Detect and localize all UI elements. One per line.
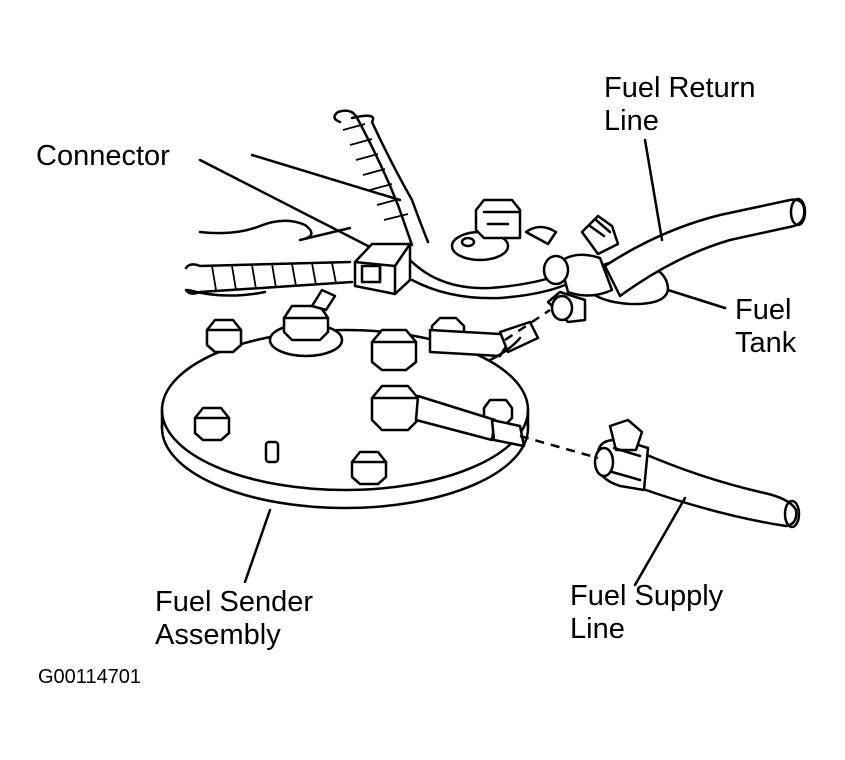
label-fuel-return-line-1: Fuel Return xyxy=(604,72,756,104)
fuel-tank-outline xyxy=(186,153,402,297)
label-fuel-supply-line-1: Fuel Supply xyxy=(570,580,724,612)
label-fuel-tank-1: Fuel xyxy=(735,294,792,326)
fuel-return-hose xyxy=(542,197,807,324)
sender-terminal-center xyxy=(370,328,418,372)
supply-nipple xyxy=(370,384,526,448)
tank-connector xyxy=(450,198,558,262)
bolt-icon xyxy=(193,406,231,442)
leader-lines xyxy=(198,138,727,587)
label-fuel-tank: Fuel Tank xyxy=(735,294,796,360)
label-fuel-supply-line-2: Line xyxy=(570,613,625,645)
alignment-lines xyxy=(504,308,599,460)
wiring-loom-left xyxy=(184,260,354,295)
label-fuel-return-line-2: Line xyxy=(604,105,659,137)
wiring-harness xyxy=(408,258,567,300)
label-fuel-tank-2: Tank xyxy=(735,327,797,359)
bolt-icon xyxy=(205,318,243,354)
stud-icon xyxy=(264,440,280,464)
label-fuel-supply-line: Fuel Supply Line xyxy=(570,580,723,646)
label-fuel-sender-assembly: Fuel Sender Assembly xyxy=(155,586,313,652)
label-fuel-return-line: Fuel Return Line xyxy=(604,72,756,138)
fuel-sender-flange xyxy=(160,328,530,510)
bolt-icon xyxy=(350,450,388,486)
fuel-supply-hose xyxy=(593,418,801,529)
connector xyxy=(353,242,412,296)
figure-code: G00114701 xyxy=(38,666,142,688)
label-fuel-sender-assembly-1: Fuel Sender xyxy=(155,586,313,618)
label-connector: Connector xyxy=(36,140,170,172)
label-fuel-sender-assembly-2: Assembly xyxy=(155,619,281,651)
sender-terminal-left xyxy=(268,288,344,358)
wiring-loom-vertical xyxy=(333,109,430,247)
return-nipple xyxy=(428,320,540,362)
